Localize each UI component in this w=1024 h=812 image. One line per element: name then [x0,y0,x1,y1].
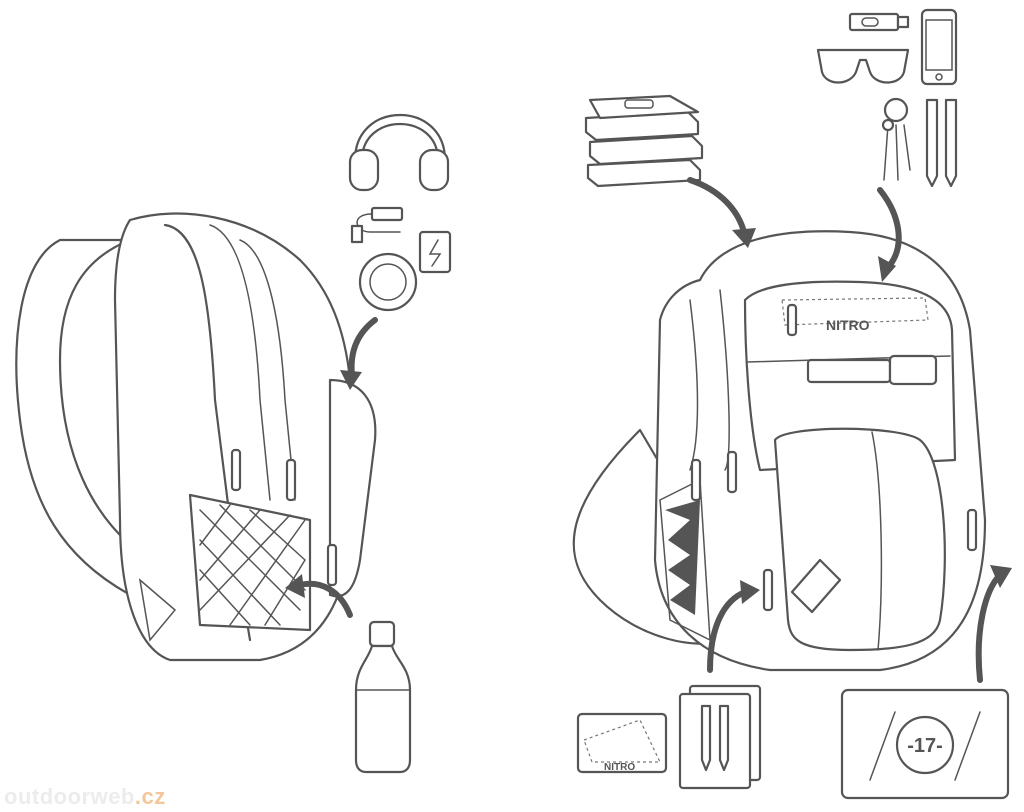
notebook-icon [678,684,762,790]
front-backpack-drawing: NITRO [572,230,987,672]
sunglasses-icon [816,48,910,84]
brand-label-front: NITRO [826,317,870,333]
watermark-name: outdoorweb [4,784,135,809]
books-icon [584,94,704,188]
brand-label-wallet: NITRO [604,762,635,773]
pens-icon [925,98,958,188]
laptop-size-label: -17- [907,735,943,757]
laptop-icon: -17- [840,688,1010,800]
charger-cable-icon [350,206,452,312]
watermark: outdoorweb.cz [4,784,166,810]
usb-stick-icon [848,12,910,32]
keys-icon [881,97,911,181]
phone-icon [920,8,958,86]
watermark-tld: .cz [134,784,166,809]
arrow-icons [285,177,1012,683]
side-backpack-drawing [15,212,377,662]
headphones-icon [348,114,450,192]
wallet-icon: NITRO [576,712,668,774]
water-bottle-icon [354,620,412,774]
